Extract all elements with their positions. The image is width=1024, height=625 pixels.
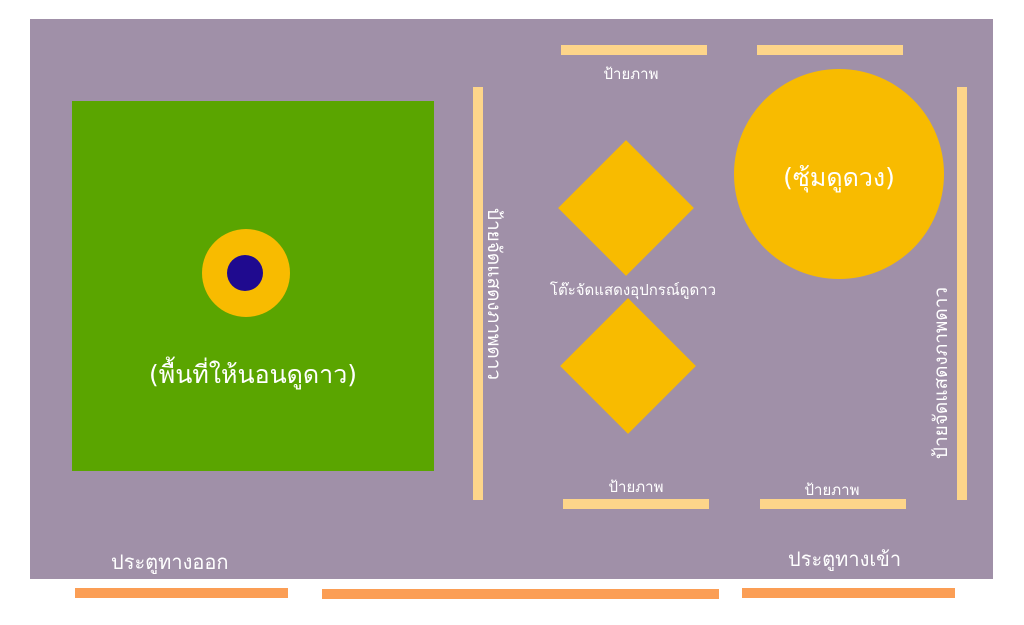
display-table-label: โต๊ะจัดแสดงอุปกรณ์ดูดาว — [549, 281, 717, 299]
entrance-door-bar — [742, 588, 955, 598]
wall-bar-center — [322, 589, 719, 599]
telescope-center-icon — [227, 255, 263, 291]
exhibit-board-left-label: ป้ายจัดแสดงภาพดาว — [483, 207, 505, 381]
fortune-dome-label: (ซุ้มดูดวง) — [783, 163, 895, 192]
picture-sign-bottom-left — [563, 499, 709, 509]
entrance-door-label: ประตูทางเข้า — [788, 547, 902, 571]
exhibit-board-right-label: ป้ายจัดแสดงภาพดาว — [930, 286, 952, 460]
exhibit-board-right — [957, 87, 967, 500]
picture-sign-top-label: ป้ายภาพ — [603, 65, 659, 83]
picture-sign-bottom-right — [760, 499, 906, 509]
fortune-dome — [734, 69, 944, 279]
exit-door-label: ประตูทางออก — [111, 550, 229, 574]
exit-door-bar — [75, 588, 288, 598]
picture-sign-top-right — [757, 45, 903, 55]
lawn-label: (พื้นที่ให้นอนดูดาว) — [149, 360, 357, 389]
exhibit-board-left — [473, 87, 483, 500]
picture-sign-bottom-left-label: ป้ายภาพ — [608, 478, 664, 496]
picture-sign-top-left — [561, 45, 707, 55]
picture-sign-bottom-right-label: ป้ายภาพ — [804, 481, 860, 499]
